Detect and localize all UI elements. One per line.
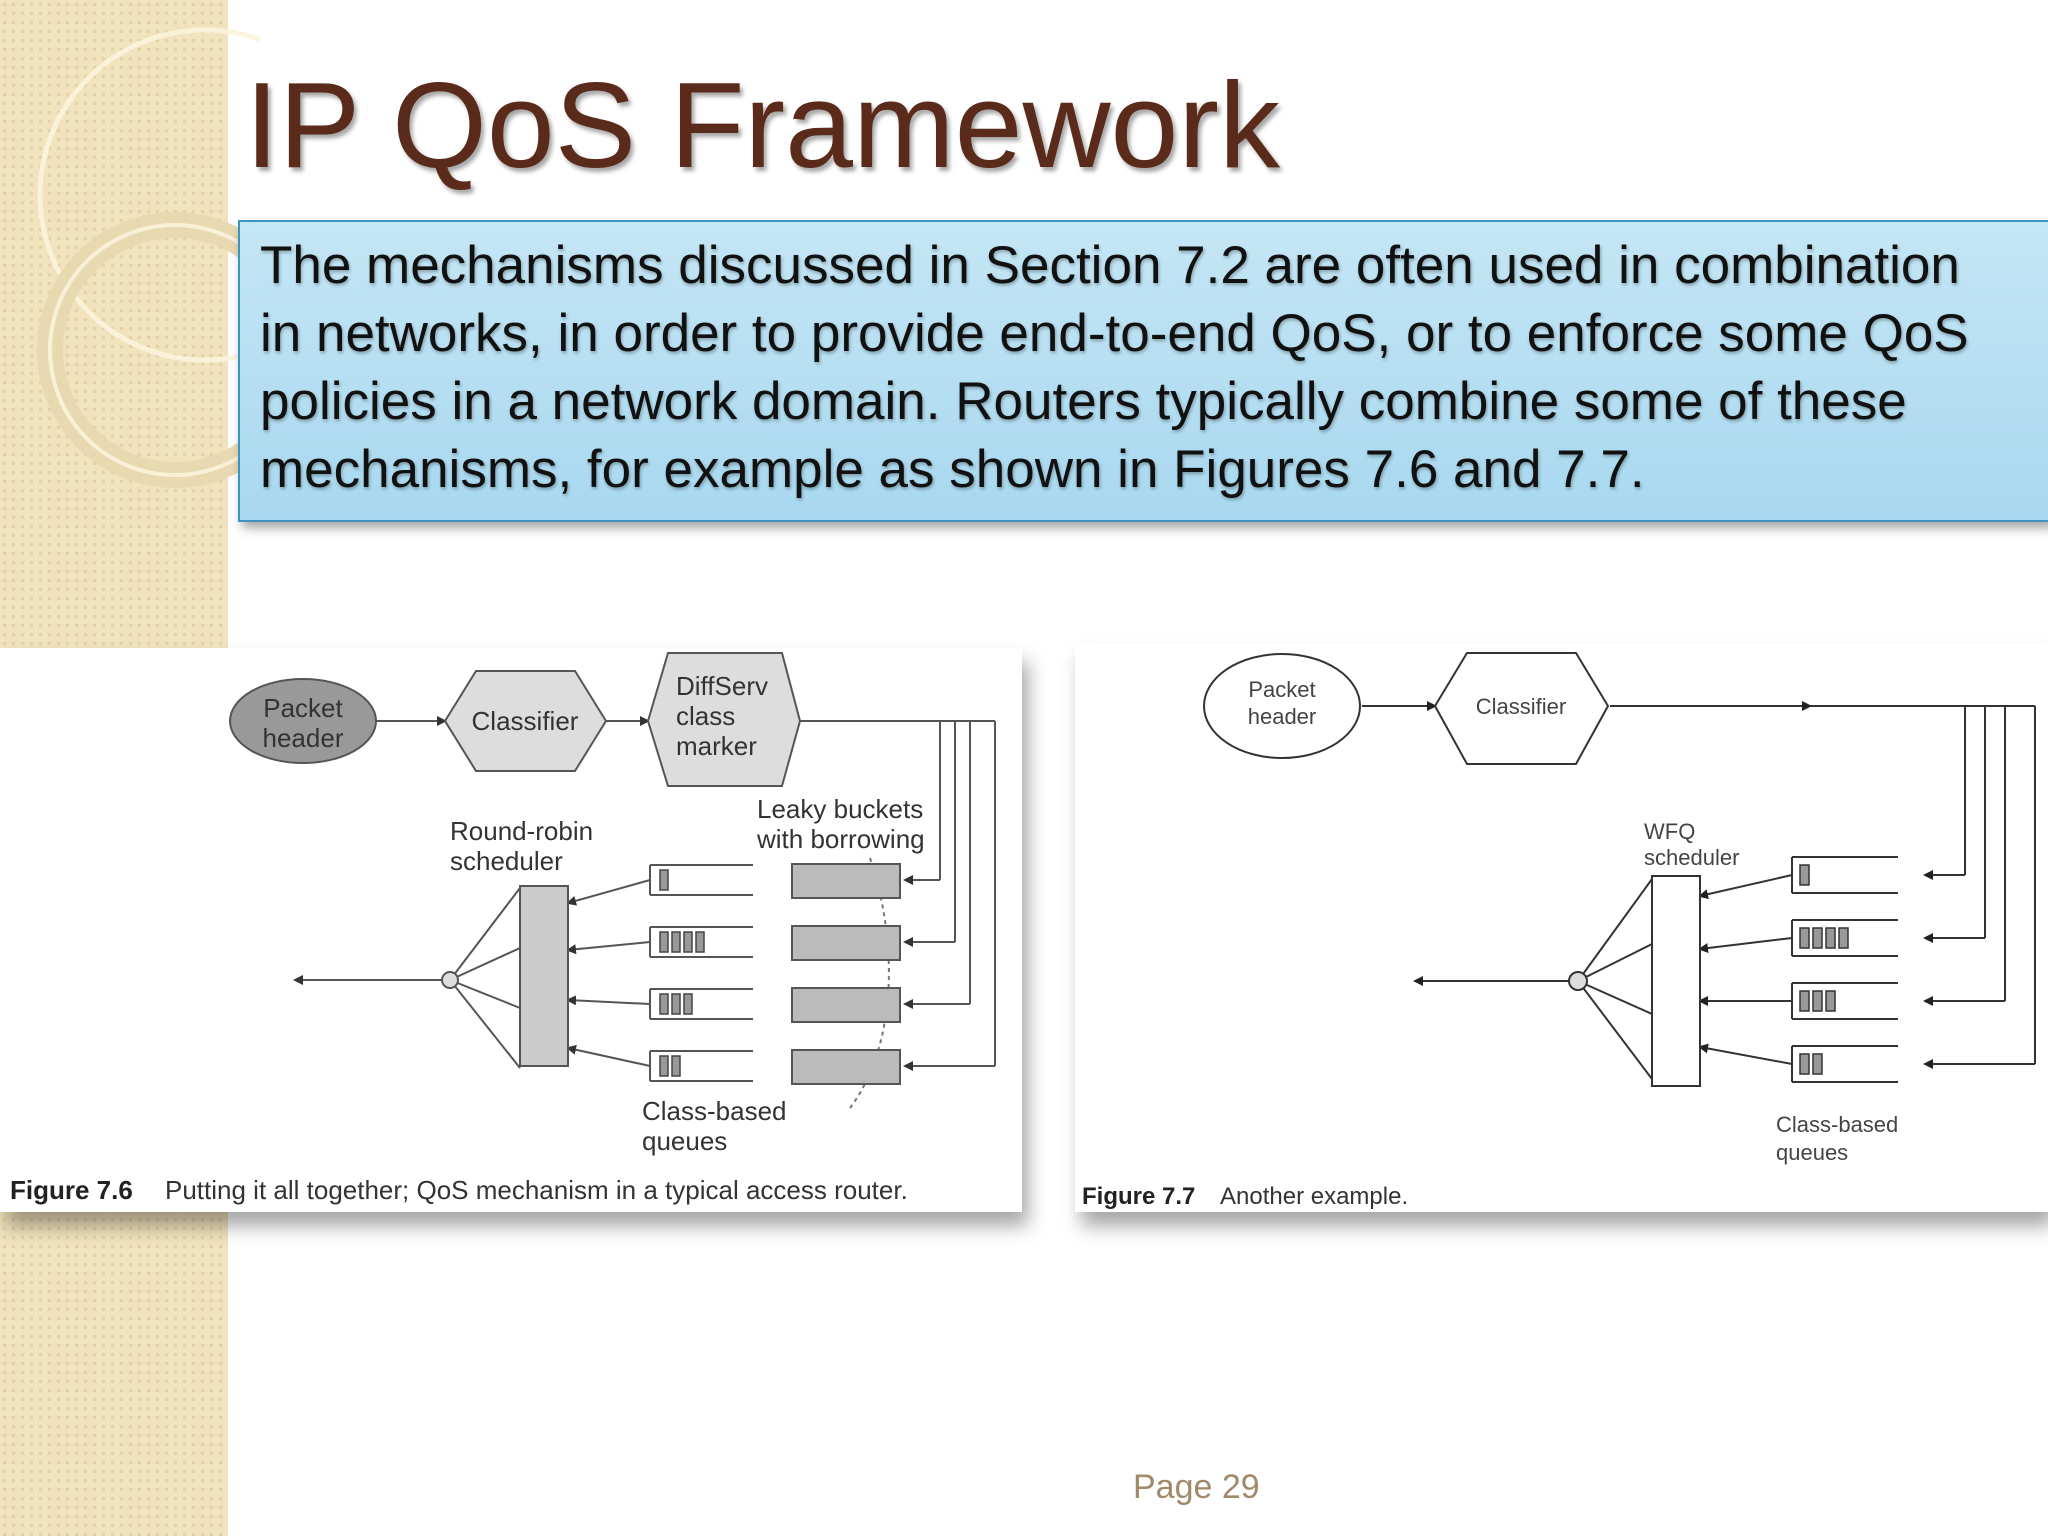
diffserv-label-3: marker: [676, 731, 757, 761]
body-paragraph: The mechanisms discussed in Section 7.2 …: [260, 236, 1969, 499]
figure-7-7-caption: Another example.: [1220, 1183, 1408, 1210]
leaky-label-2: with borrowing: [756, 824, 925, 854]
text-highlight-box: [238, 220, 2048, 522]
page-number: Page 29: [1133, 1468, 1260, 1506]
fig2-packet-header-label-1: Packet: [1248, 677, 1315, 702]
queues-label-2: queues: [642, 1126, 727, 1156]
leaky-label-1: Leaky buckets: [757, 794, 923, 824]
fig2-queues-label-1: Class-based: [1776, 1112, 1898, 1137]
fig2-queues-label-2: queues: [1776, 1140, 1848, 1165]
figure-7-7-caption-label: Figure 7.7: [1082, 1183, 1195, 1210]
fig2-scheduler-label-1: WFQ: [1644, 819, 1695, 844]
scheduler-label-1: Round-robin: [450, 816, 593, 846]
slide-title: IP QoS Framework: [245, 57, 1281, 193]
scheduler-label-2: scheduler: [450, 846, 563, 876]
packet-header-label-1: Packet: [263, 693, 343, 723]
figure-7-7-diagram: Packet header Classifier WFQ scheduler C…: [1082, 652, 2036, 1210]
fig2-scheduler-label-2: scheduler: [1644, 845, 1739, 870]
diffserv-label-1: DiffServ: [676, 671, 768, 701]
queues-label-1: Class-based: [642, 1096, 787, 1126]
decorative-rings: [37, 27, 260, 488]
classifier-label: Classifier: [472, 706, 579, 736]
figure-7-6-diagram: Packet header Classifier DiffServ class …: [10, 652, 996, 1205]
figure-7-6: Packet header Classifier DiffServ class …: [0, 648, 1022, 1212]
fig2-packet-header-label-2: header: [1248, 704, 1317, 729]
fig2-classifier-label: Classifier: [1476, 694, 1566, 719]
packet-header-label-2: header: [263, 723, 344, 753]
figure-7-6-caption-label: Figure 7.6: [10, 1175, 133, 1205]
diffserv-label-2: class: [676, 701, 735, 731]
figure-7-6-caption: Putting it all together; QoS mechanism i…: [165, 1175, 908, 1205]
figure-7-7: Packet header Classifier WFQ scheduler C…: [1075, 644, 2048, 1212]
